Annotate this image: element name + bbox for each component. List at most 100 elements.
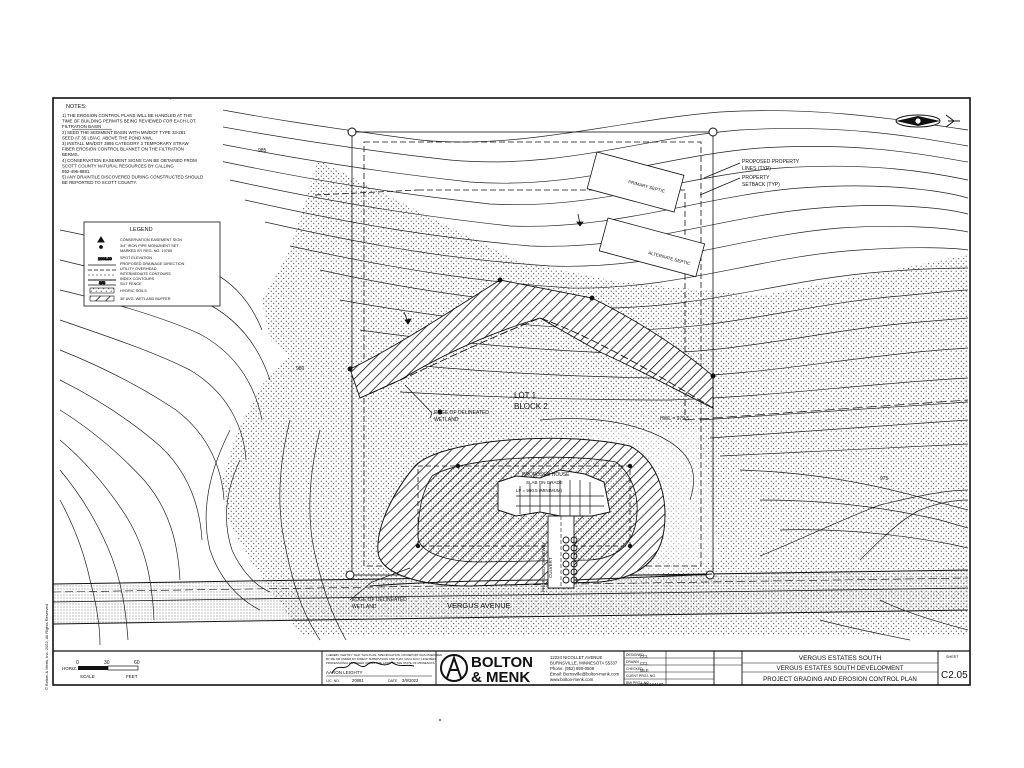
engineer-name: AARON LEIGHTY xyxy=(326,670,363,675)
contour-labels: 985 980 975 xyxy=(258,148,889,482)
legend-item: SPOT ELEVATION xyxy=(120,256,152,260)
scale-bar: 0 30 60 HORIZ. SCALE FEET xyxy=(62,660,140,679)
north-arrow-icon xyxy=(895,114,960,128)
proposed-house-label: PROPOSED HOUSE xyxy=(522,472,570,478)
project-title: VERGUS ESTATES SOUTH xyxy=(799,655,882,662)
firm-address-line: Email: Burnsville@bolton-menk.com xyxy=(550,672,619,677)
setback-callout-2: SETBACK (TYP) xyxy=(742,182,780,188)
design-row-label: BMI PROJ. NO. xyxy=(626,681,650,685)
legend-item: 3/4" IRON PIPE MONUMENT SET xyxy=(120,244,179,248)
firm-address-line: www.bolton-menk.com xyxy=(550,677,594,682)
firm-address-line: BURNSVILLE, MINNESOTA 55337 xyxy=(550,661,618,666)
legend-item: HYDRIC SOILS xyxy=(120,289,147,293)
sheet-number: C2.05 xyxy=(941,670,968,681)
grading-limit xyxy=(417,465,631,547)
legend-spot-elevation: 1006.00 xyxy=(98,257,112,261)
sheet-border xyxy=(52,97,971,686)
wetland-edge-lower-label-1: EDGE OF DELINEATED xyxy=(352,597,407,603)
license-label: LIC. NO. xyxy=(326,679,340,683)
license-number: 20881 xyxy=(352,678,364,683)
project-subtitle: VERGUS ESTATES SOUTH DEVELOPMENT xyxy=(777,665,904,672)
certification-text: PROFESSIONAL ENGINEER UNDER THE LAWS OF … xyxy=(326,661,435,665)
setback-line-inner xyxy=(418,189,686,420)
contour-label-980: 980 xyxy=(296,366,305,372)
note-line: 1) THE EROSION CONTROL PLANS WILL BE HAN… xyxy=(62,113,192,118)
note-line: SCOTT COUNTY NATURAL RESOURCES BY CALLIN… xyxy=(62,163,174,168)
note-line: 3) INSTALL MN/DOT 3885 CATEGORY 3 TEMPOR… xyxy=(62,141,189,146)
proposed-house: PROPOSED HOUSE SLAB ON GRADE LF = 980.5 … xyxy=(497,469,611,517)
certification-text: I HEREBY CERTIFY THAT THIS PLAN, SPECIFI… xyxy=(326,653,442,657)
legend-item: PROPOSED DRAINAGE DIRECTION xyxy=(120,262,185,266)
legend-item: UTILITY OVERHEAD xyxy=(120,267,157,271)
contour-label-985: 985 xyxy=(258,148,267,154)
slab-on-grade-label: SLAB ON GRADE xyxy=(526,480,563,485)
design-row-label: DESIGNED xyxy=(626,653,644,657)
road-label: VERGUS AVENUE xyxy=(447,601,511,610)
scale-label: SCALE xyxy=(80,674,95,679)
lot-label: LOT 1 xyxy=(514,391,537,400)
firm-name-line1: BOLTON xyxy=(471,654,533,671)
scale-tick-60: 60 xyxy=(134,660,140,666)
corner-monument-se xyxy=(705,570,715,580)
legend-symbols: 1006.00 S/S xyxy=(88,236,116,302)
plan-labels: LOT 1 BLOCK 2 HWL = 979.5 EDGE OF DELINE… xyxy=(352,159,800,610)
drainage-arrows xyxy=(403,213,584,325)
design-row-label: DRAWN xyxy=(626,660,639,664)
certification-text: BY ME OR UNDER MY DIRECT SUPERVISION AND… xyxy=(326,657,436,661)
setback-callout-1: PROPERTY xyxy=(742,175,770,181)
driveway-label: PROPOSED DRIVEWAY xyxy=(541,542,546,592)
corner-monument-ne xyxy=(708,127,718,137)
note-line: FIBER EROSION CONTROL BLANKET ON THE FIL… xyxy=(62,147,184,152)
scale-tick-0: 0 xyxy=(76,660,79,666)
design-row-value: CCL xyxy=(640,654,649,659)
legend-item: SILT FENCE xyxy=(120,282,142,286)
note-line: 952-496-8881. xyxy=(62,169,91,174)
cert-date-label: DATE xyxy=(388,679,398,683)
legend-block: LEGEND 1006.00 S/S CONSERVATION EASEMENT… xyxy=(83,221,221,307)
hwl-label: HWL = 979.5 xyxy=(660,416,689,422)
copyright-side-text: © Bolton & Menk, Inc. 2022, All Rights R… xyxy=(44,604,49,690)
note-line: SEED AT 35 LB/AC. ABOVE THE POND NWL. xyxy=(62,135,154,140)
design-row-value: CCL xyxy=(640,661,649,666)
sheet-title: PROJECT GRADING AND EROSION CONTROL PLAN xyxy=(763,676,917,683)
firm-address-line: Phone: (952) 890-0509 xyxy=(550,666,595,671)
design-row-value: MLE xyxy=(640,668,649,673)
corner-monument-nw xyxy=(347,127,357,137)
wetland-edge-lower-label-2: WETLAND xyxy=(352,604,377,610)
driveway: PROPOSED DRIVEWAY CULVERT xyxy=(541,515,578,592)
design-row-label: CLIENT PROJ. NO. xyxy=(626,674,656,678)
note-line: 5) ANY DRAINTILE DISCOVERED DURING CONST… xyxy=(62,175,203,180)
lowest-floor-label: LF = 980.5 (MINIMUM) xyxy=(516,488,563,493)
legend-item: INTERMEDIATE CONTOURS xyxy=(120,272,171,276)
title-block: I HEREBY CERTIFY THAT THIS PLAN, SPECIFI… xyxy=(53,650,970,687)
engineer-signature xyxy=(331,661,415,674)
cert-date: 3/9/2022 xyxy=(402,678,419,683)
notes-block: NOTES: 1) THE EROSION CONTROL PLANS WILL… xyxy=(55,100,223,200)
note-line: BE REPORTED TO SCOTT COUNTY. xyxy=(62,180,137,185)
wetland-edge-label-1: EDGE OF DELINEATED xyxy=(434,410,489,416)
legend-item: 30' AVG. WETLAND BUFFER xyxy=(120,297,171,301)
primary-septic-area xyxy=(586,151,685,213)
design-row-value: 0M0.124187 xyxy=(640,682,664,687)
note-line: 2) SEED THE SEDIMENT BASIN WITH MN/DOT T… xyxy=(62,130,186,135)
contour-label-975: 975 xyxy=(880,476,889,482)
scale-feet-label: FEET xyxy=(126,674,138,679)
sheet-label: SHEET xyxy=(946,655,959,659)
scale-tick-30: 30 xyxy=(104,660,110,666)
septic-areas: PRIMARY SEPTIC ALTERNATE SEPTIC xyxy=(586,151,706,278)
legend-item: CONSERVATION EASEMENT SIGN xyxy=(120,238,182,242)
block-label: BLOCK 2 xyxy=(514,402,548,411)
bolton-menk-logo: BOLTON & MENK xyxy=(440,654,533,686)
culvert-label: CULVERT xyxy=(548,557,553,578)
property-corners xyxy=(345,127,718,580)
wetland-buffer-north xyxy=(347,277,716,415)
legend-title: LEGEND xyxy=(130,227,153,233)
legend-item: INDEX CONTOURS xyxy=(120,277,155,281)
property-lines-callout-1: PROPOSED PROPERTY xyxy=(742,159,800,165)
legend-silt-tag: S/S xyxy=(99,281,106,285)
scale-horiz-label: HORIZ. xyxy=(62,666,77,671)
leader-lines xyxy=(349,162,741,601)
wetland-edge-label-2: WETLAND xyxy=(434,417,459,423)
note-line: FILTRATION BASIN xyxy=(62,124,101,129)
